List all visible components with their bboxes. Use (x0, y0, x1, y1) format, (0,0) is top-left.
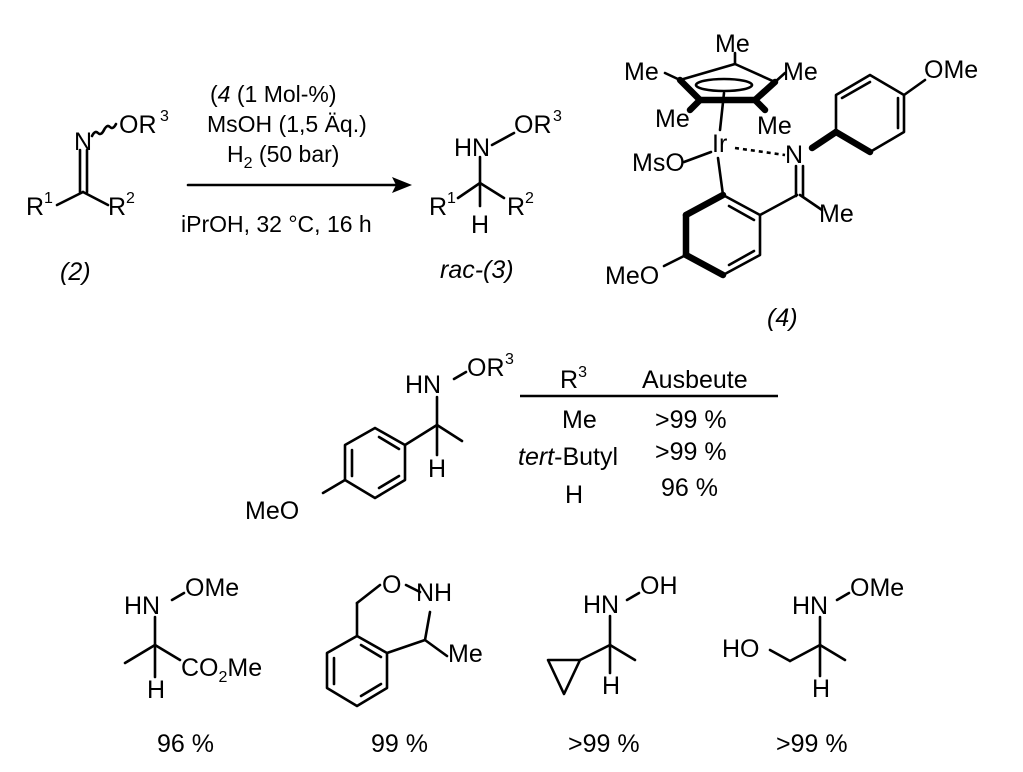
atom-me-imine: Me (819, 200, 854, 228)
atom-me-right: Me (783, 58, 818, 86)
reactant-oxime-structure: N OR 3 R 1 R 2 (26, 108, 169, 221)
atom-ome: OMe (185, 574, 239, 602)
atom-n: N (785, 141, 803, 169)
atom-hn: HN (405, 371, 441, 399)
atom-ir: Ir (712, 130, 727, 158)
atom-me-lower-right: Me (757, 112, 792, 140)
atom-h: H (471, 211, 489, 239)
example-2-structure: O NH Me (325, 571, 483, 708)
atom-meo: MeO (605, 262, 659, 290)
atom-or: OR (119, 111, 157, 139)
results-table: R3 Ausbeute Me >99 % tert-Butyl >99 % H … (518, 364, 778, 509)
atom-or: OR (467, 354, 505, 382)
example-1-structure: HN OMe H CO2Me (123, 574, 262, 704)
atom-r1: R (429, 193, 447, 221)
condition-acid: MsOH (1,5 Äq.) (207, 111, 367, 137)
column-header-yield: Ausbeute (642, 366, 748, 394)
atom-r2: R (507, 193, 525, 221)
atom-r2: R (108, 193, 126, 221)
example-4-structure: HN OMe HO H (722, 574, 904, 703)
table-row-1-r3: Me (562, 406, 597, 434)
atom-ho: HO (722, 635, 760, 663)
sup-3: 3 (505, 351, 514, 368)
wavy-bond (90, 122, 118, 138)
reaction-arrow (186, 177, 412, 193)
atom-hn: HN (583, 591, 619, 619)
catalyst-label: (4) (767, 304, 798, 332)
atom-hn: HN (792, 592, 828, 620)
atom-meo: MeO (245, 497, 299, 525)
atom-mso: MsO (632, 149, 685, 177)
sup-2: 2 (525, 190, 534, 207)
atom-ome: OMe (924, 56, 978, 84)
atom-me: Me (448, 640, 483, 668)
sup-1: 1 (447, 190, 456, 207)
atom-co2me: CO2Me (181, 654, 262, 686)
atom-r1: R (26, 193, 44, 221)
column-header-r3: R3 (560, 364, 587, 394)
sup-1: 1 (44, 190, 53, 207)
atom-me-left: Me (624, 58, 659, 86)
example-3-structure: HN OH H (546, 572, 678, 700)
example-1-yield: 96 % (157, 730, 214, 758)
table-structure: HN OR 3 H MeO (245, 351, 514, 525)
condition-solvent-temp-time: iPrOH, 32 °C, 16 h (181, 211, 372, 237)
sup-3: 3 (553, 108, 562, 125)
atom-or: OR (514, 111, 552, 139)
reaction-conditions: (4 (1 Mol-%) MsOH (1,5 Äq.) H2 (50 bar) … (181, 81, 372, 237)
atom-h: H (147, 676, 165, 704)
atom-h: H (812, 675, 830, 703)
sup-2: 2 (126, 190, 135, 207)
example-2-yield: 99 % (371, 730, 428, 758)
atom-o: O (382, 571, 401, 599)
atom-ome: OMe (850, 574, 904, 602)
atom-h: H (428, 455, 446, 483)
table-row-2-yield: >99 % (655, 438, 727, 466)
table-row-3-r3: H (565, 481, 583, 509)
reactant-label: (2) (60, 258, 91, 286)
table-row-2-r3: tert-Butyl (518, 443, 618, 471)
atom-hn: HN (454, 134, 490, 162)
sup-3: 3 (160, 108, 169, 125)
catalyst-structure: Me Me Me Me Me Ir MsO N MeO Me (605, 30, 978, 290)
atom-me-lower-left: Me (655, 105, 690, 133)
atom-nh: NH (416, 579, 452, 607)
atom-h: H (602, 672, 620, 700)
condition-hydrogen: H2 (50 bar) (227, 141, 339, 172)
atom-hn: HN (124, 592, 160, 620)
product-label: rac-(3) (440, 256, 514, 284)
condition-catalyst: (4 (1 Mol-%) (210, 81, 337, 107)
example-3-yield: >99 % (568, 730, 640, 758)
example-4-yield: >99 % (776, 730, 848, 758)
table-row-3-yield: 96 % (661, 474, 718, 502)
product-structure: HN OR 3 R 1 R 2 H (429, 108, 562, 239)
atom-oh: OH (640, 572, 678, 600)
atom-me-top: Me (715, 30, 750, 58)
table-row-1-yield: >99 % (655, 406, 727, 434)
atom-n: N (74, 128, 92, 156)
